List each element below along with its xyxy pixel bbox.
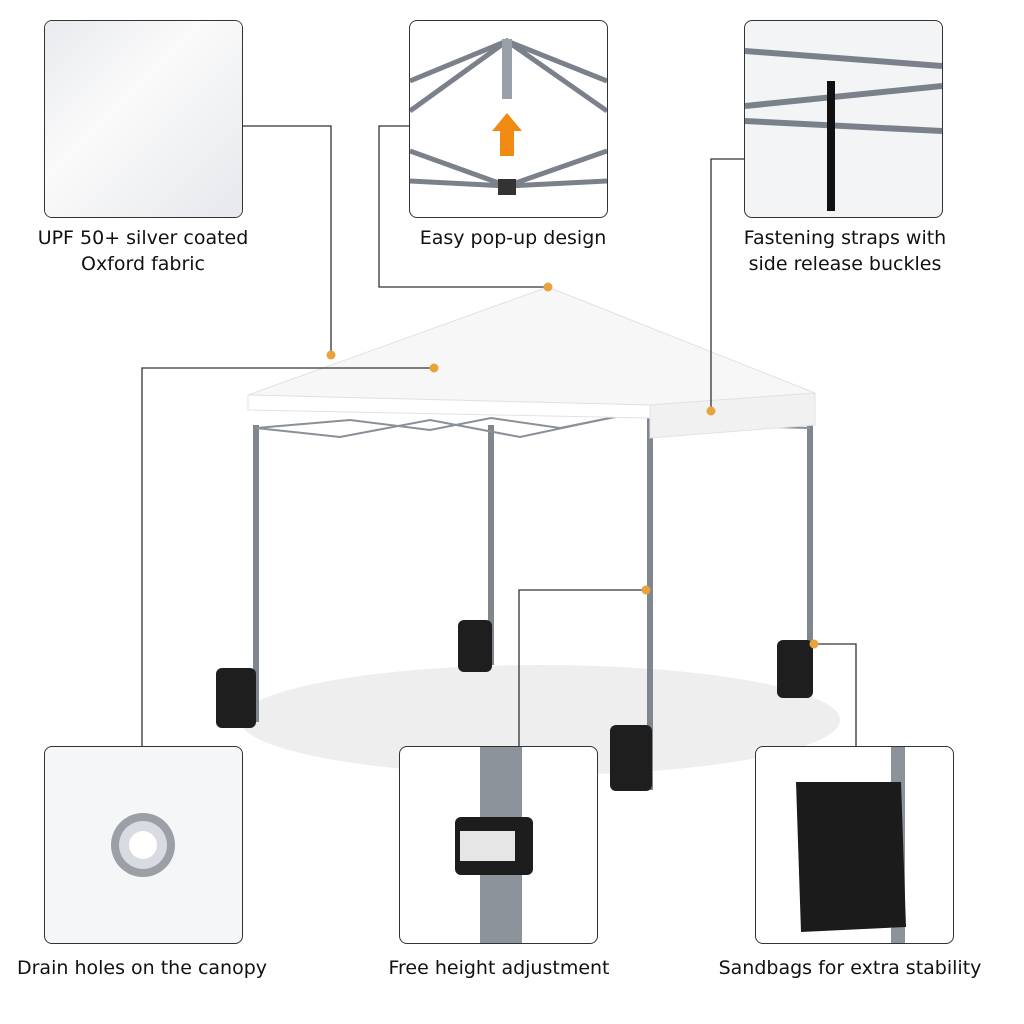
height-label: Free height adjustment xyxy=(388,957,610,979)
height-adjust-image xyxy=(399,746,598,944)
canopy xyxy=(247,286,816,439)
strap-buckle-image xyxy=(744,20,943,218)
fabric-detail-image xyxy=(44,20,243,218)
popup-frame-image xyxy=(409,20,608,218)
sandbags xyxy=(216,620,813,791)
drain-hole-image xyxy=(44,746,243,944)
drain-label: Drain holes on the canopy xyxy=(16,957,268,979)
callout-dots xyxy=(326,282,819,649)
callout-lines xyxy=(141,125,857,746)
tent-shadow xyxy=(240,665,840,775)
sandbag-image xyxy=(755,746,954,944)
popup-label: Easy pop-up design xyxy=(419,227,607,249)
arrow-up-icon xyxy=(492,113,522,156)
sandbags-label: Sandbags for extra stability xyxy=(718,957,982,979)
